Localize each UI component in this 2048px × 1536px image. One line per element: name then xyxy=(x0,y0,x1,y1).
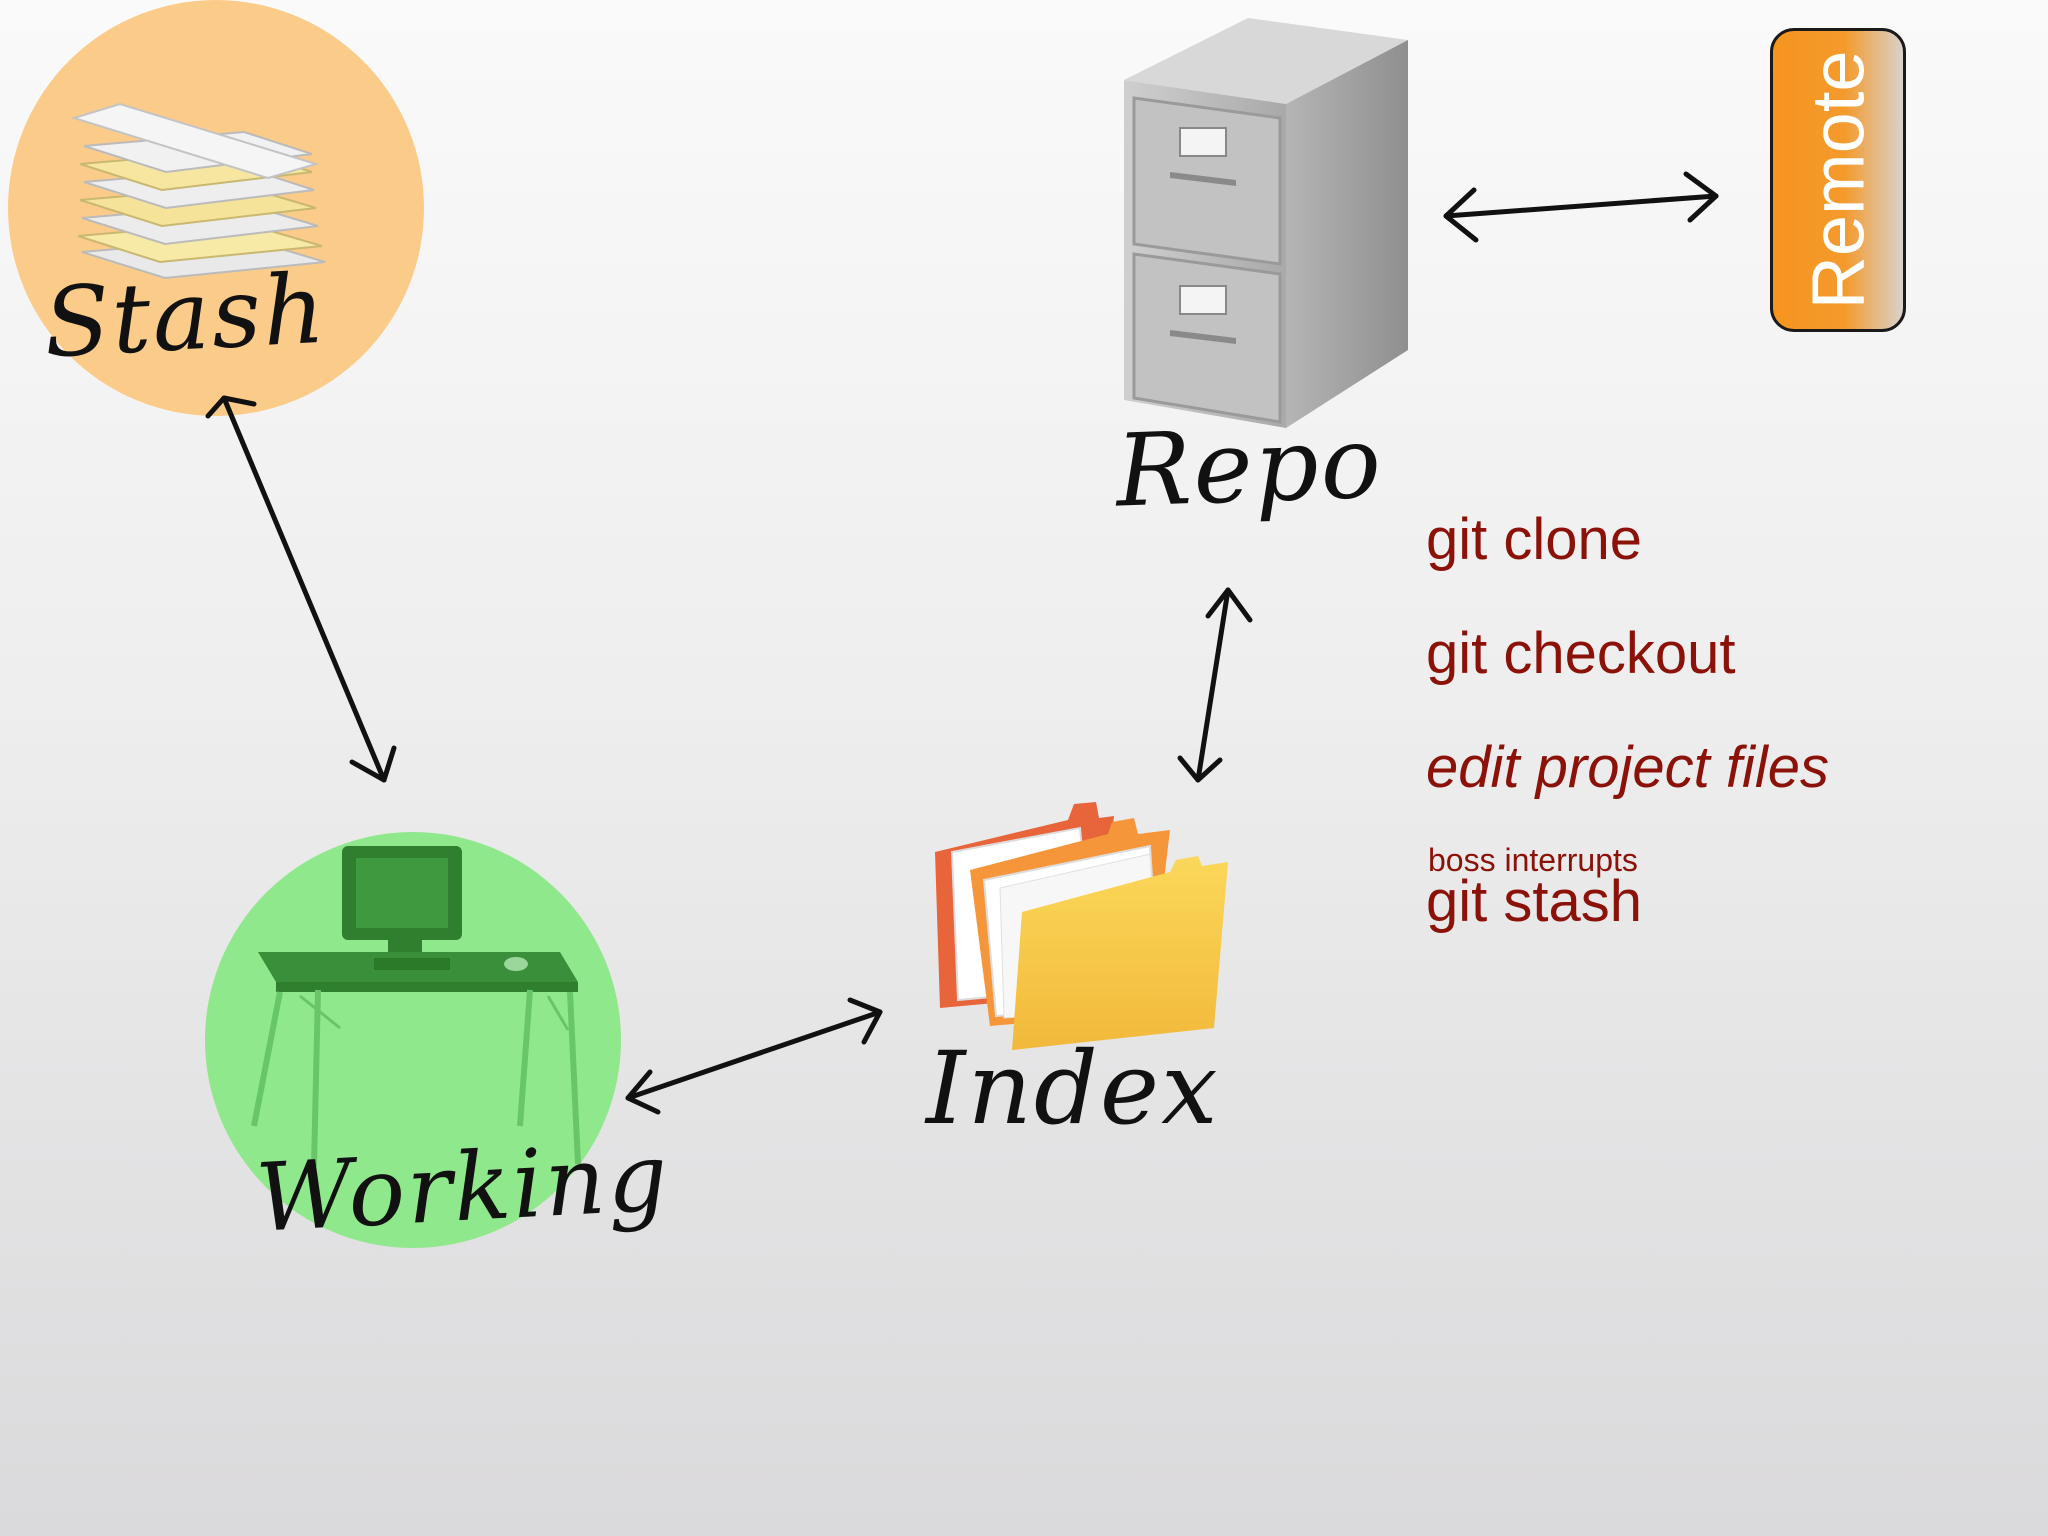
arrow-stash-working xyxy=(205,395,397,783)
command-edit-project-files: edit project files xyxy=(1426,735,1829,800)
working-label: Working xyxy=(253,1123,673,1254)
working-circle xyxy=(205,832,621,1248)
folders-icon xyxy=(935,802,1228,1050)
repo-label: Repo xyxy=(1114,403,1385,530)
connector-arrows xyxy=(205,171,1719,1115)
papers-stack-icon xyxy=(70,102,326,280)
file-cabinet-icon xyxy=(1124,18,1408,428)
arrow-repo-remote xyxy=(1443,171,1719,243)
command-git-clone: git clone xyxy=(1426,507,1643,572)
remote-box: Remote xyxy=(1770,28,1906,332)
index-label: Index xyxy=(926,1030,1220,1147)
command-git-stash: git stash xyxy=(1426,869,1642,934)
arrow-index-repo xyxy=(1177,587,1253,783)
remote-label: Remote xyxy=(1796,50,1880,310)
command-boss-interrupts: boss interrupts xyxy=(1428,842,1638,878)
desk-computer-icon xyxy=(251,846,581,1167)
command-git-checkout: git checkout xyxy=(1426,621,1736,686)
arrow-working-index xyxy=(625,997,883,1115)
stash-label: Stash xyxy=(41,252,330,380)
